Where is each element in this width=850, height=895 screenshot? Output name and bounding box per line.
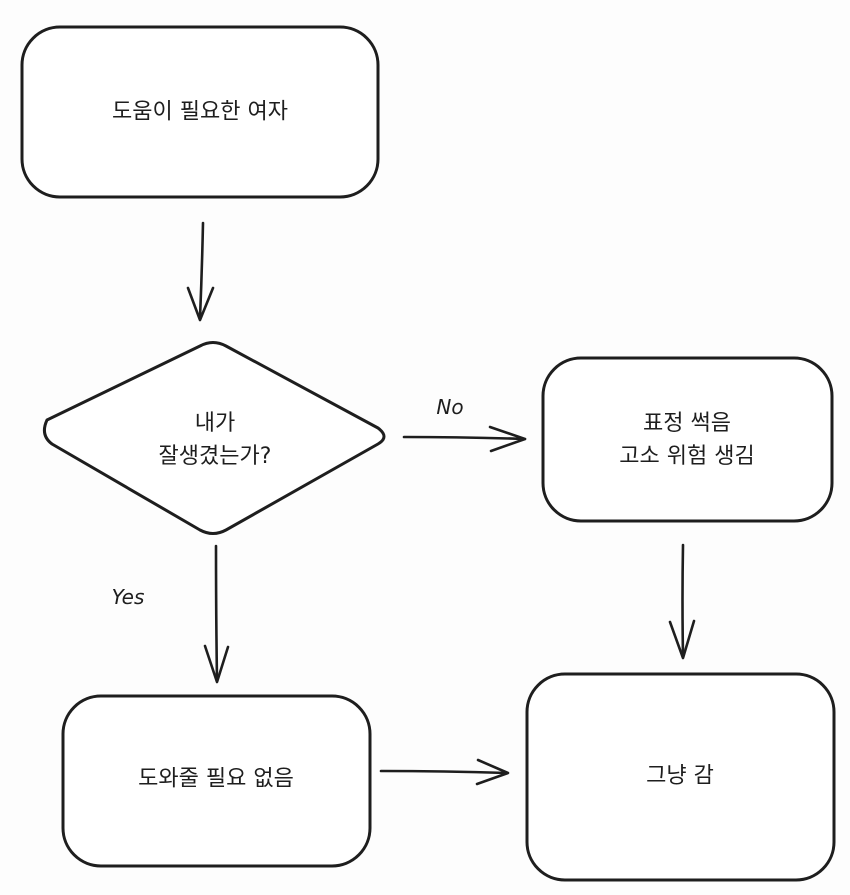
arrowhead-icon	[475, 758, 510, 786]
edge-start-to-decision	[186, 221, 215, 322]
node-decision	[42, 341, 386, 535]
node-no-result-label: 표정 썩음 고소 위험 생김	[619, 411, 755, 469]
edge-line	[198, 221, 205, 320]
edge-line	[402, 435, 527, 441]
edge-decision-to-yes-result	[203, 544, 230, 684]
node-no-result	[541, 356, 834, 523]
edge-no-result-to-end	[668, 543, 696, 660]
arrowhead-icon	[203, 644, 230, 684]
node-end	[525, 672, 836, 882]
edge-line	[681, 543, 685, 658]
edge-line	[379, 769, 509, 775]
arrowhead-icon	[668, 619, 696, 660]
edge-yes-result-to-end	[379, 758, 510, 786]
node-end-label: 그냥 감	[646, 763, 714, 789]
edge-label-no: No	[436, 395, 464, 419]
node-decision-label: 내가 잘생겼는가?	[158, 411, 272, 469]
edge-line	[214, 544, 219, 682]
node-start-label: 도움이 필요한 여자	[112, 99, 288, 125]
edge-label-yes: Yes	[111, 585, 145, 609]
arrowhead-icon	[186, 286, 215, 322]
node-yes-result	[61, 694, 372, 868]
node-yes-result-label: 도와줄 필요 없음	[138, 766, 294, 792]
arrowhead-icon	[488, 425, 527, 453]
node-start	[20, 25, 380, 199]
edge-decision-to-no-result	[402, 425, 527, 453]
